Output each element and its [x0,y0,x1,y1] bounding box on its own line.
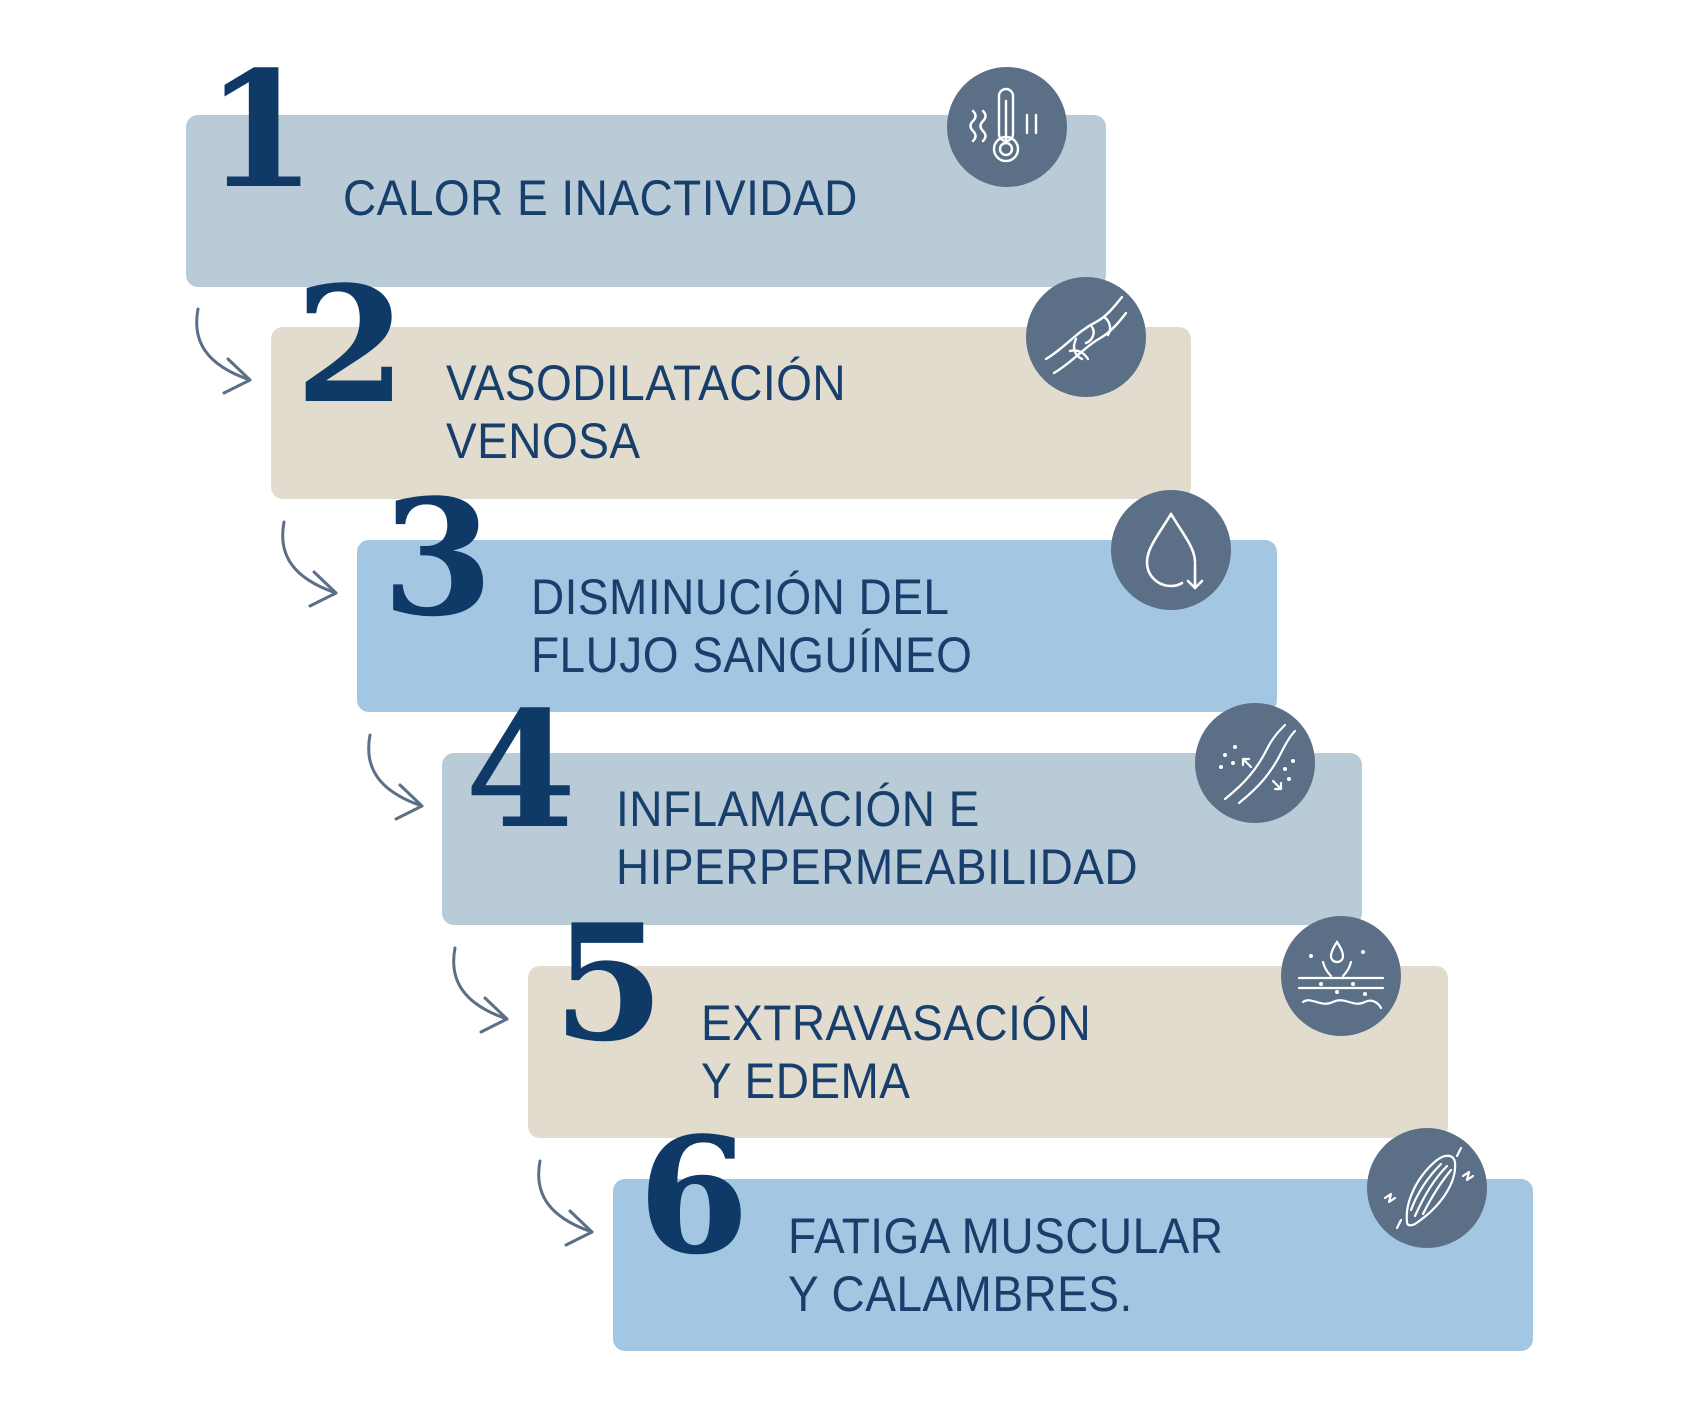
step-5-number: 5 [553,889,665,1077]
step-2-label: VASODILATACIÓN VENOSA [446,354,846,470]
step-1-number: 1 [205,36,317,224]
step-4-label: INFLAMACIÓN E HIPERPERMEABILIDAD [616,780,1138,896]
muscle-icon [1367,1128,1487,1248]
inflamed-vessel-icon [1195,703,1315,823]
blood-drop-icon [1111,490,1231,610]
step-2-number: 2 [295,251,407,439]
step-6-label: FATIGA MUSCULAR Y CALAMBRES. [788,1207,1223,1323]
step-2-line-2: VENOSA [446,413,641,469]
step-6-number: 6 [638,1102,750,1290]
veins-icon [1026,277,1146,397]
step-4-line-2: HIPERPERMEABILIDAD [616,839,1139,895]
thermometer-icon [947,67,1067,187]
step-3-label: DISMINUCIÓN DEL FLUJO SANGUÍNEO [531,568,972,684]
step-1-line-1: CALOR E INACTIVIDAD [343,170,858,226]
step-6-line-1: FATIGA MUSCULAR [788,1208,1224,1264]
edema-icon [1281,916,1401,1036]
step-3-line-2: FLUJO SANGUÍNEO [531,627,973,683]
step-3-line-1: DISMINUCIÓN DEL [531,569,950,625]
arrow-4-to-5 [452,946,509,1034]
arrow-1-to-2 [195,307,252,395]
arrow-3-to-4 [367,733,424,821]
step-1-label: CALOR E INACTIVIDAD [343,169,858,227]
step-2-line-1: VASODILATACIÓN [446,355,847,411]
step-4-line-1: INFLAMACIÓN E [616,781,980,837]
arrow-2-to-3 [281,520,338,608]
arrow-5-to-6 [537,1159,594,1247]
step-4-number: 4 [465,676,577,864]
step-6-line-2: Y CALAMBRES. [788,1266,1133,1322]
step-5-line-1: EXTRAVASACIÓN [701,995,1092,1051]
step-5-line-2: Y EDEMA [701,1053,911,1109]
step-3-number: 3 [382,464,494,652]
step-5-label: EXTRAVASACIÓN Y EDEMA [701,994,1091,1110]
